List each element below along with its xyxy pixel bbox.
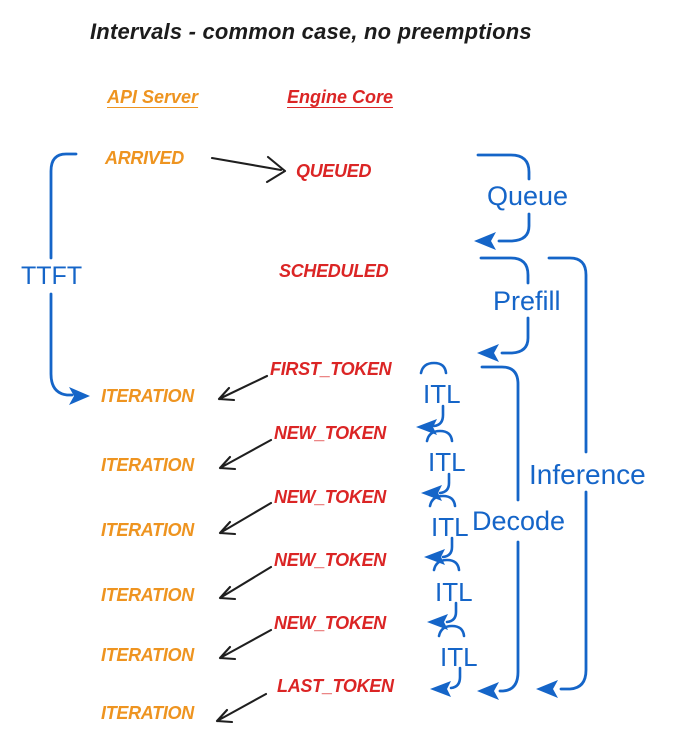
- queue-bracket: [474, 153, 531, 250]
- event-arrived: ARRIVED: [105, 148, 184, 168]
- decode-arrowhead-icon: [477, 682, 499, 700]
- label-inference: Inference: [529, 459, 646, 490]
- arrow-new-token-3-to-iteration: [218, 565, 273, 601]
- inference-bracket: [536, 256, 588, 698]
- event-new-token-4: NEW_TOKEN: [274, 613, 386, 633]
- label-itl-3: ITL: [431, 512, 469, 542]
- itl-marker-5: [430, 624, 466, 697]
- label-queue: Queue: [487, 181, 569, 211]
- event-new-token-2: NEW_TOKEN: [274, 487, 386, 507]
- label-itl-1: ITL: [423, 379, 461, 409]
- prefill-arrowhead-icon: [477, 344, 499, 362]
- itl-arrowhead-icon: [427, 614, 448, 630]
- itl-marker-1: [416, 361, 448, 435]
- label-decode: Decode: [472, 506, 566, 536]
- arrow-new-token-4-to-iteration: [218, 628, 273, 661]
- label-itl-2: ITL: [428, 447, 466, 477]
- event-iteration-4: ITERATION: [101, 585, 194, 605]
- arrow-last-token-to-iteration: [215, 692, 268, 724]
- arrow-new-token-1-to-iteration: [218, 438, 273, 471]
- event-iteration-3: ITERATION: [101, 520, 194, 540]
- event-new-token-3: NEW_TOKEN: [274, 550, 386, 570]
- event-iteration-1: ITERATION: [101, 386, 194, 406]
- itl-marker-4: [427, 558, 461, 630]
- decode-bracket: [477, 365, 520, 700]
- label-itl-5: ITL: [440, 642, 478, 672]
- event-iteration-6: ITERATION: [101, 703, 194, 723]
- inference-arrowhead-icon: [536, 680, 558, 698]
- prefill-bracket: [477, 256, 530, 362]
- arrow-new-token-2-to-iteration: [218, 501, 273, 536]
- event-iteration-2: ITERATION: [101, 455, 194, 475]
- event-last-token: LAST_TOKEN: [277, 676, 394, 696]
- event-scheduled: SCHEDULED: [279, 261, 389, 281]
- event-first-token: FIRST_TOKEN: [270, 359, 392, 379]
- arrow-first-token-to-iteration: [217, 374, 269, 402]
- itl-arrowhead-icon: [416, 419, 437, 435]
- engine-core-column-header: Engine Core: [287, 87, 394, 107]
- event-new-token-1: NEW_TOKEN: [274, 423, 386, 443]
- event-iteration-5: ITERATION: [101, 645, 194, 665]
- label-prefill: Prefill: [493, 286, 561, 316]
- itl-arrowhead-icon: [430, 681, 451, 697]
- ttft-bracket: [49, 152, 90, 405]
- queue-arrowhead-icon: [474, 232, 496, 250]
- label-ttft: TTFT: [21, 262, 83, 290]
- page-title: Intervals - common case, no preemptions: [90, 19, 532, 44]
- label-itl-4: ITL: [435, 577, 473, 607]
- api-server-column-header: API Server: [107, 87, 199, 107]
- ttft-arrowhead-icon: [69, 387, 90, 405]
- event-queued: QUEUED: [296, 161, 372, 181]
- arrow-arrived-to-queued: [210, 155, 287, 184]
